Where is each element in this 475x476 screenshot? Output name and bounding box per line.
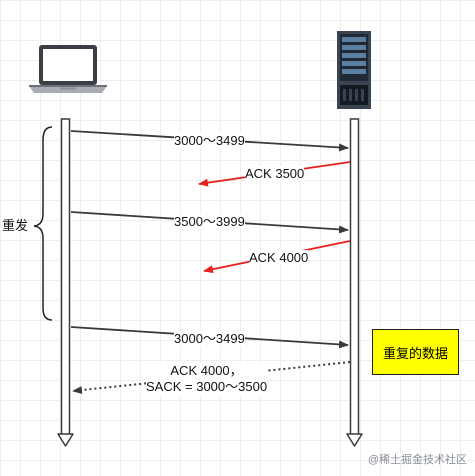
label-seg2: 3500～3999 (174, 214, 245, 229)
label-ack3: ACK 4000， SACK = 3000～3500 (146, 363, 268, 395)
server-lifeline (346, 118, 363, 447)
arrow-ack3 (72, 361, 351, 395)
label-seg3: 3000～3499 (174, 331, 245, 346)
server-icon (337, 31, 371, 109)
resend-brace (33, 126, 53, 321)
resend-label: 重发 (2, 218, 29, 233)
label-seg1: 3000～3499 (174, 133, 245, 148)
watermark: @稀土掘金技术社区 (367, 454, 467, 466)
duplicate-data-note: 重复的数据 (372, 329, 459, 375)
label-ack2: ACK 4000 (249, 250, 309, 265)
note-text: 重复的数据 (382, 345, 448, 361)
label-ack1: ACK 3500 (245, 166, 305, 181)
laptop-icon (29, 45, 107, 93)
client-lifeline (57, 118, 74, 447)
